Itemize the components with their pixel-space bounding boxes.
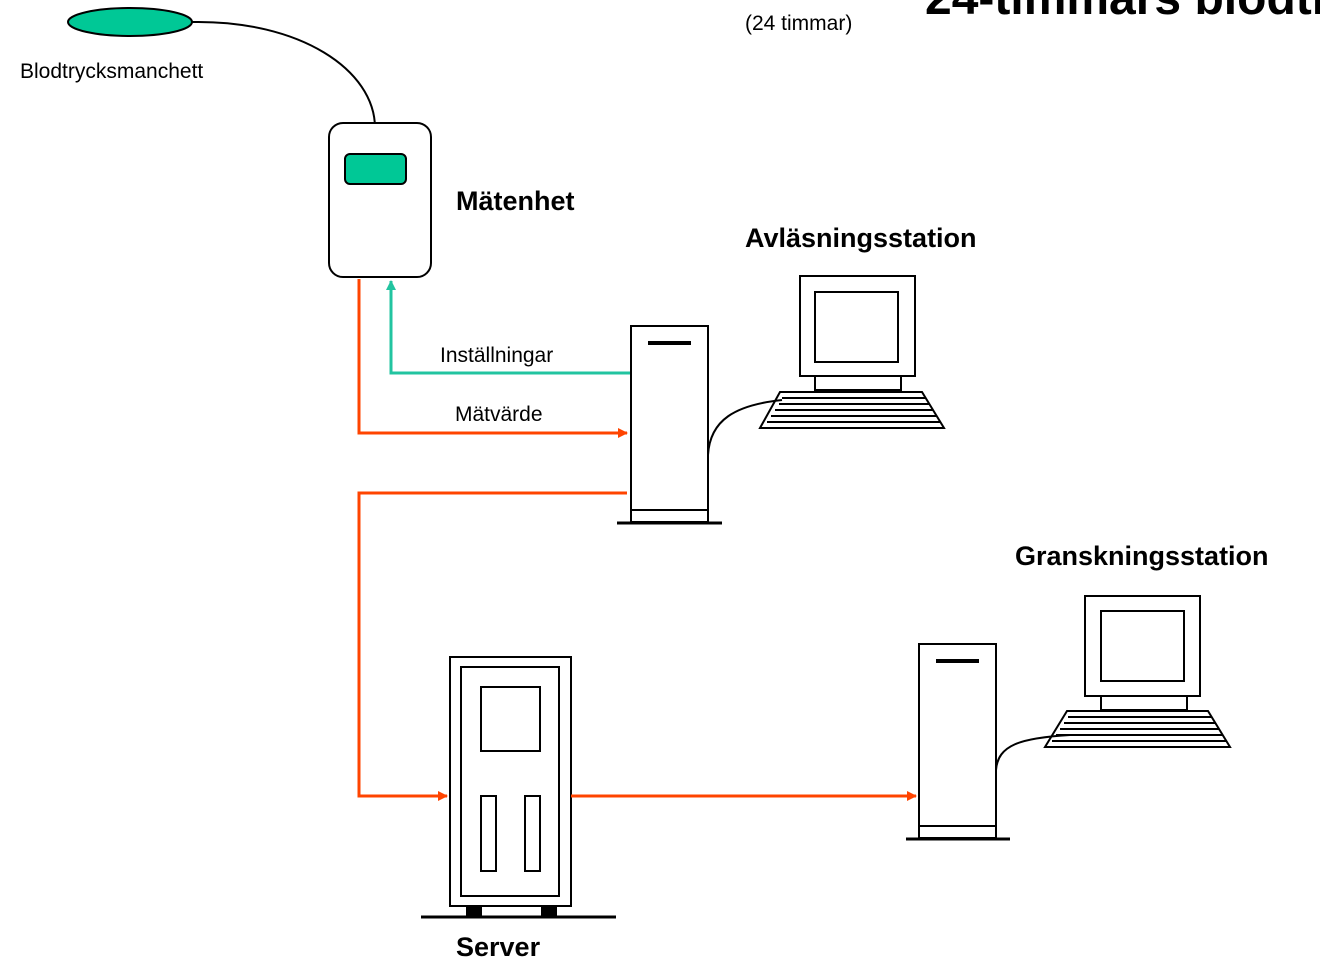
reading-station-cable: [707, 399, 783, 456]
review-station-keyboard-icon: [1043, 710, 1232, 748]
review-station-tower-icon: [906, 643, 1010, 841]
review-station-label: Granskningsstation: [1015, 541, 1269, 571]
reading-station-tower-icon: [617, 325, 722, 525]
server-icon: [421, 656, 616, 919]
settings-arrow: [386, 280, 630, 375]
settings-label: Inställningar: [440, 344, 553, 367]
measurement-arrow: [357, 279, 628, 438]
title-fragment: 24-timmars blodtrycksmätning: [925, 0, 1320, 25]
device-label: Mätenhet: [456, 186, 575, 216]
reading-station-label: Avläsningsstation: [745, 223, 977, 253]
reading-station-keyboard-icon: [758, 391, 946, 429]
cuff-icon: [67, 7, 193, 37]
server-label: Server: [456, 932, 541, 962]
cuff-label: Blodtrycksmanchett: [20, 60, 203, 83]
station-server-arrow: [357, 491, 627, 801]
review-station-cable: [995, 734, 1071, 771]
measurement-label: Mätvärde: [455, 403, 543, 426]
subtitle: (24 timmar): [745, 12, 852, 35]
review-station-monitor-icon: [1084, 595, 1201, 711]
reading-station-monitor-icon: [799, 275, 916, 391]
measuring-device-icon: [328, 122, 432, 278]
cuff-cable: [191, 20, 376, 129]
